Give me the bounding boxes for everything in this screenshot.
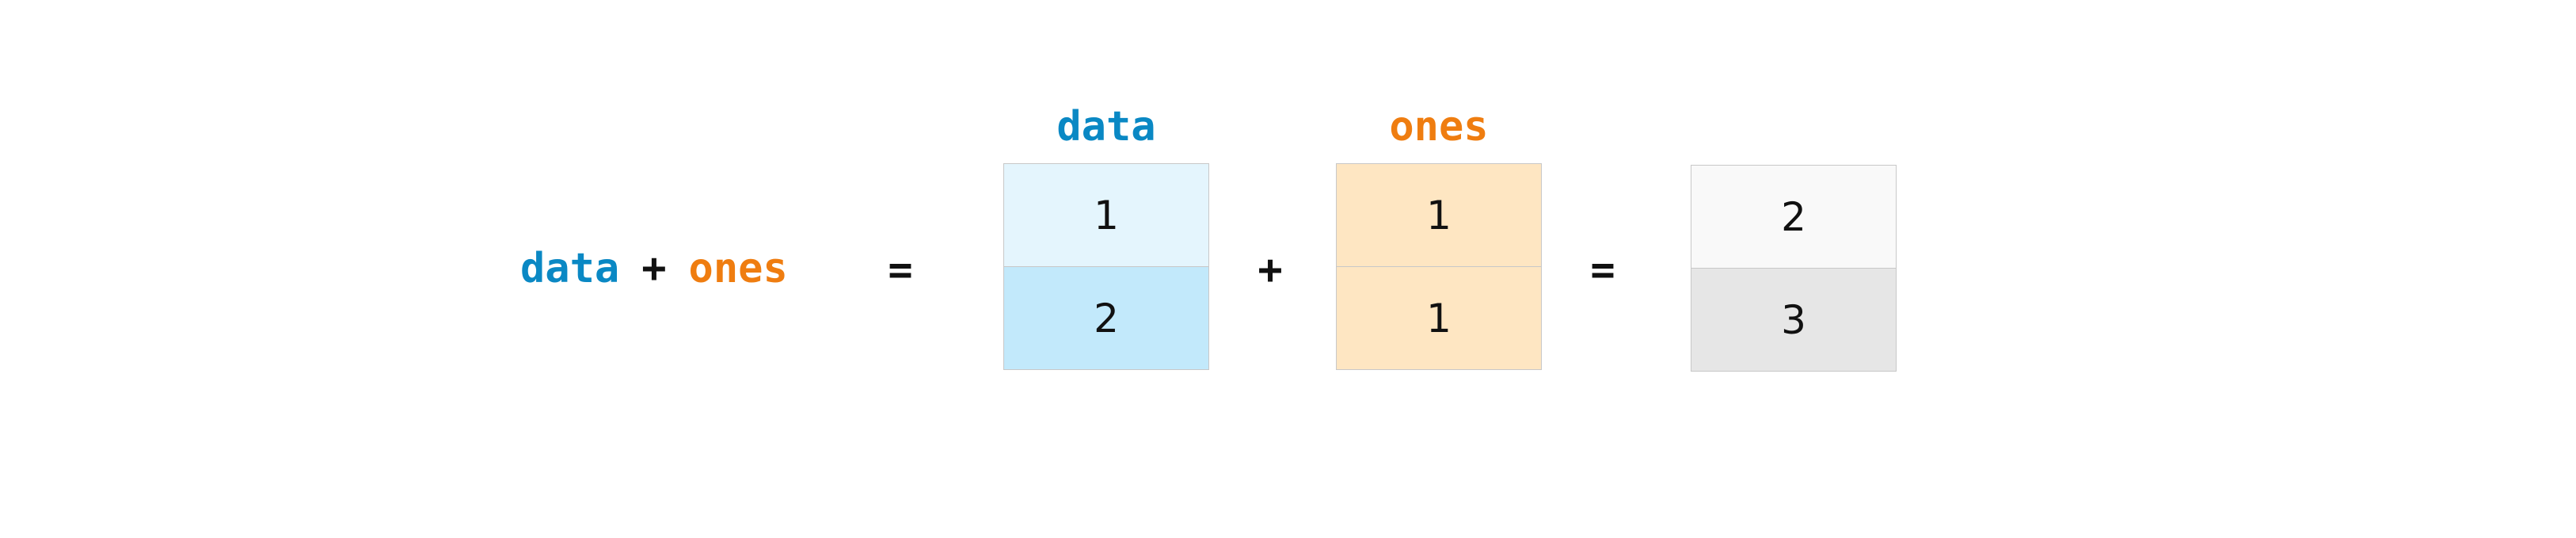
ones-array: 1 1	[1336, 163, 1542, 370]
ones-cell-2: 1	[1337, 266, 1541, 369]
expression: data + ones	[520, 240, 788, 297]
data-array-label: data	[1056, 103, 1156, 151]
plus-sign: +	[1258, 246, 1283, 294]
ones-array-label: ones	[1389, 103, 1489, 151]
result-cell-2: 3	[1691, 268, 1896, 371]
expression-ones: ones	[688, 245, 788, 292]
data-cell-1: 1	[1004, 164, 1208, 266]
data-array: 1 2	[1003, 163, 1209, 370]
result-array: 2 3	[1691, 165, 1897, 372]
expression-plus: +	[641, 245, 667, 292]
expression-data: data	[520, 245, 620, 292]
ones-cell-1: 1	[1337, 164, 1541, 266]
data-cell-2: 2	[1004, 266, 1208, 369]
equals-sign-1: =	[888, 246, 913, 294]
equals-sign-2: =	[1590, 246, 1615, 294]
result-cell-1: 2	[1691, 166, 1896, 268]
